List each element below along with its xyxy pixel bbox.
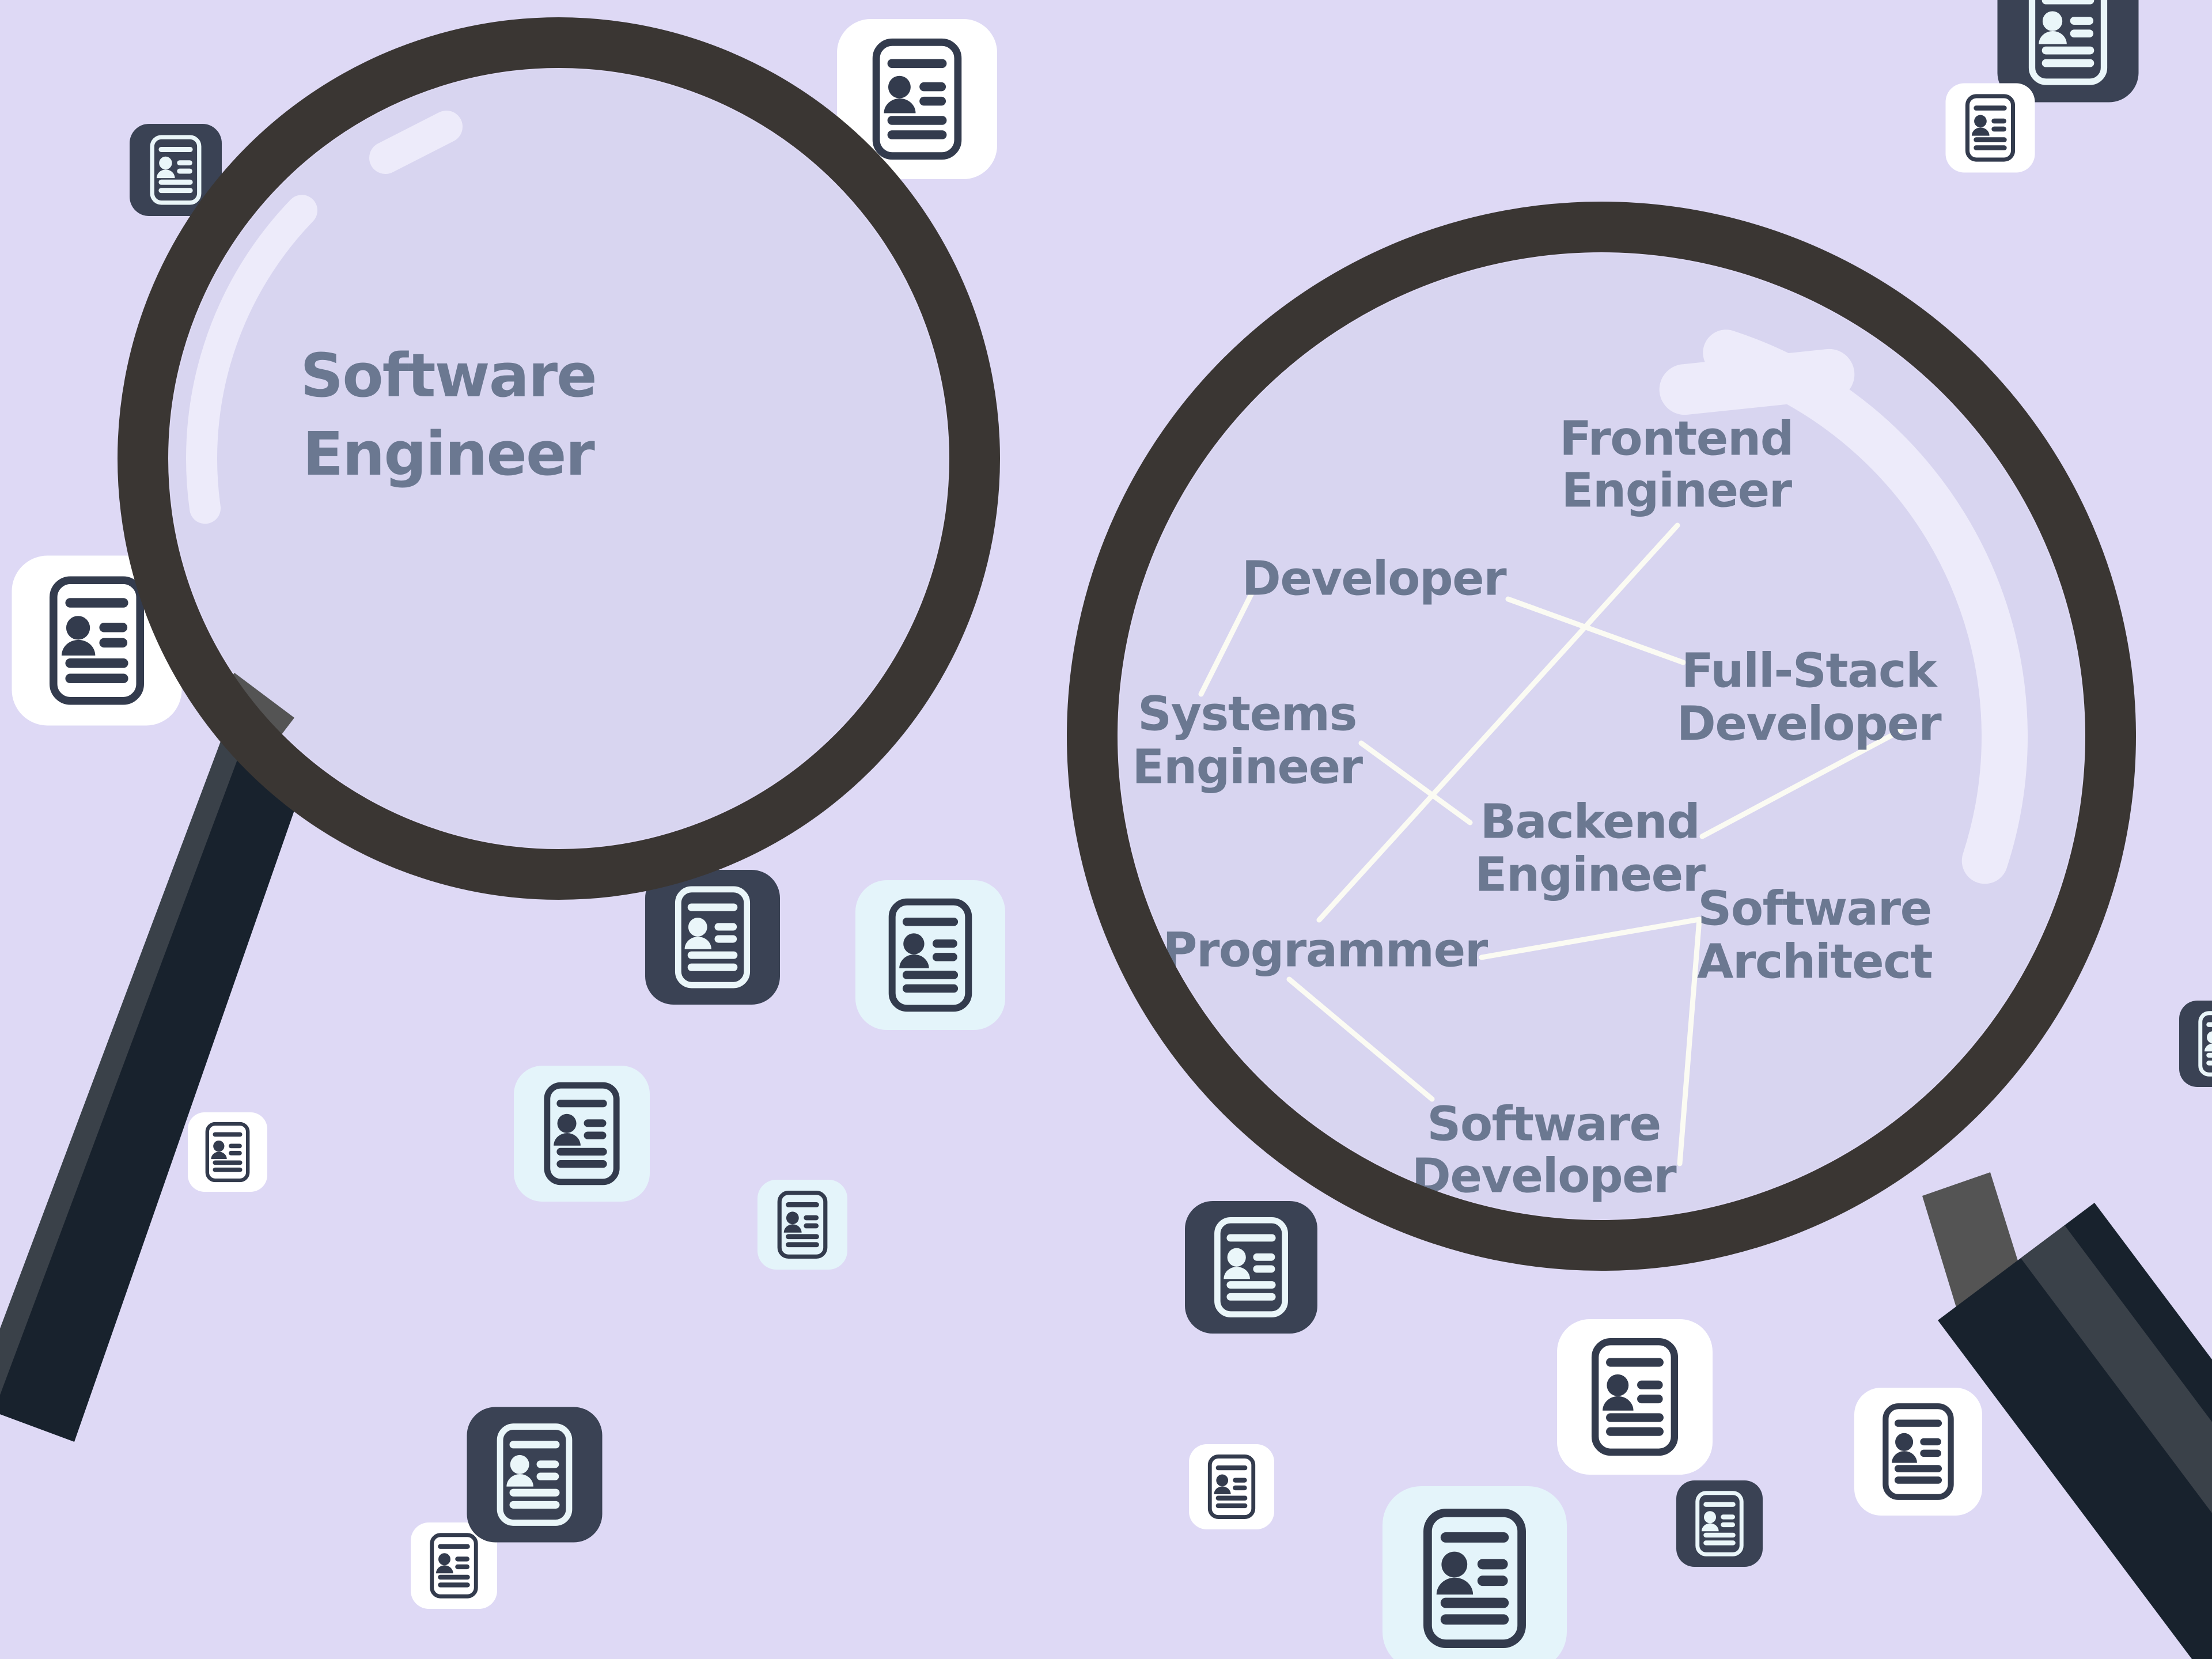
edge-systems-engineer--backend-engineer	[1358, 740, 1473, 825]
resume-icon-dark	[467, 1407, 603, 1543]
right-magnifier-glass	[1119, 253, 2084, 1219]
node-developer: Developer	[1242, 552, 1508, 607]
node-backend-engineer-line-2: Engineer	[1475, 848, 1706, 903]
node-programmer: Programmer	[1162, 923, 1489, 978]
resume-icon-cyan	[757, 1180, 847, 1270]
left-magnifier-title-line-1: Software	[300, 340, 596, 411]
node-software-architect-line-1: Software	[1698, 882, 1931, 937]
edge-frontend-engineer--programmer	[1316, 522, 1680, 923]
node-frontend-engineer-line-1: Frontend	[1559, 412, 1793, 467]
node-developer-line-1: Developer	[1242, 552, 1508, 607]
node-full-stack-developer-line-1: Full-Stack	[1681, 644, 1938, 699]
resume-icon-white	[188, 1112, 267, 1192]
node-programmer-line-1: Programmer	[1162, 923, 1488, 978]
edge-programmer--software-developer	[1286, 976, 1435, 1102]
left-magnifier-glare-bar	[369, 110, 463, 175]
edge-developer--full-stack-developer	[1505, 596, 1686, 665]
resume-icon-white	[1854, 1388, 1982, 1516]
resume-icon-white	[1189, 1444, 1274, 1529]
resume-icon-dark	[1185, 1201, 1317, 1334]
resume-icon-cyan	[1382, 1486, 1567, 1659]
resume-icon-dark	[645, 870, 780, 1005]
node-systems-engineer-line-2: Engineer	[1132, 740, 1363, 795]
node-software-developer-line-2: Developer	[1412, 1149, 1677, 1204]
left-magnifier-handle	[0, 738, 308, 1442]
node-backend-engineer-line-1: Backend	[1480, 795, 1700, 850]
right-magnifier-ring	[1067, 202, 2136, 1271]
node-full-stack-developer-line-2: Developer	[1677, 697, 1942, 752]
edge-programmer--software-architect	[1479, 916, 1702, 960]
edge-software-architect--software-developer	[1677, 916, 1702, 1166]
node-frontend-engineer-line-2: Engineer	[1561, 464, 1792, 518]
node-software-developer-line-1: Software	[1427, 1097, 1660, 1152]
right-magnifier-glare-bar	[1659, 349, 1855, 415]
resume-icon-white	[1946, 84, 2035, 173]
left-magnifier-glass	[169, 69, 948, 848]
node-systems-engineer-line-1: Systems	[1138, 687, 1357, 742]
right-magnifier-handle	[1938, 1203, 2212, 1659]
resume-icon-cyan	[855, 880, 1005, 1030]
resume-icon-cyan	[514, 1066, 650, 1202]
node-software-architect-line-2: Architect	[1697, 935, 1932, 990]
left-magnifier-handle-stripe	[0, 738, 243, 1395]
left-magnifier-ring	[118, 17, 1000, 900]
right-magnifier-handle-stripe	[2021, 1225, 2212, 1513]
edge-full-stack-developer--backend-engineer	[1699, 728, 1904, 839]
resume-icon-white	[1557, 1319, 1713, 1475]
left-magnifier-title-line-2: Engineer	[302, 419, 594, 489]
resume-icon-dark	[2179, 1001, 2212, 1087]
edge-developer--systems-engineer	[1198, 592, 1254, 697]
left-magnifier-glare-arc	[186, 195, 318, 524]
resume-icon-dark	[1676, 1480, 1763, 1567]
right-magnifier: FrontendEngineerDeveloperFull-StackDevel…	[1067, 202, 2212, 1659]
